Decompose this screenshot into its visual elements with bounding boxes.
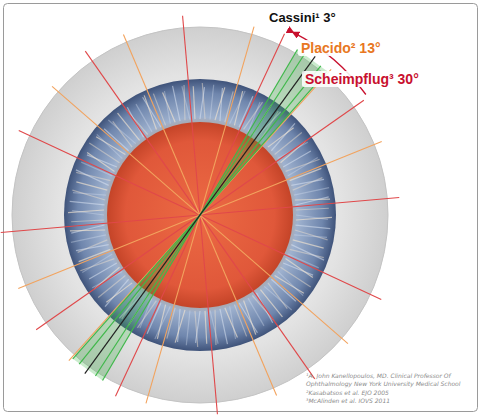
iris-fibre <box>72 190 105 200</box>
iris-fibre <box>157 305 165 339</box>
method-label: Cassini¹ 3° <box>266 10 339 25</box>
iris-fibre <box>70 201 105 205</box>
iris-fibre <box>73 193 106 195</box>
iris-fibre <box>215 87 225 120</box>
iris-fibre <box>220 88 222 121</box>
iris-fibre <box>286 159 320 171</box>
iris-fibre <box>164 91 170 124</box>
iris-fibre <box>71 220 104 222</box>
iris-fibre <box>76 182 107 190</box>
iris-fibre <box>87 155 117 167</box>
method-label: Placido² 13° <box>298 40 384 56</box>
iris-fibre <box>294 188 329 195</box>
iris-fibre <box>113 121 132 147</box>
iris-fibre <box>147 303 161 334</box>
iris-fibre <box>260 290 282 317</box>
iris-fibre <box>108 120 135 144</box>
iris-fibre <box>290 249 324 257</box>
cassini-wedge <box>73 50 327 381</box>
iris-fibre <box>278 271 304 295</box>
iris-fibre <box>200 87 204 119</box>
iris-fibre <box>71 235 106 242</box>
iris-fibre <box>98 275 125 297</box>
iris-fibre <box>118 113 140 140</box>
iris-fibre <box>290 168 322 180</box>
iris-fibre <box>76 245 109 251</box>
iris-fibre <box>205 311 207 344</box>
iris-fibre <box>234 91 242 125</box>
iris-fibre <box>295 225 330 229</box>
iris-fibre <box>173 86 180 121</box>
iris-fibre <box>70 229 105 231</box>
iris-fibre <box>239 96 253 127</box>
footnote: ¹A. John Kanellopoulos, MD. Clinical Pro… <box>306 372 471 388</box>
iris-fibre <box>80 259 114 271</box>
iris-fibre <box>76 172 110 180</box>
iris-fibre <box>220 309 227 344</box>
iris-fibre <box>283 263 313 275</box>
iris-fibre <box>89 143 119 163</box>
iris-fibre <box>79 249 111 261</box>
iris-fibre <box>281 267 311 287</box>
method-label: Scheimpflug³ 30° <box>302 71 422 87</box>
iris-fibre <box>186 310 190 345</box>
iris-fibre <box>183 85 185 120</box>
iris-fibre <box>296 217 332 220</box>
iris-fibre <box>81 162 112 176</box>
iris-fibre <box>294 235 327 237</box>
iris-fibre <box>97 134 123 158</box>
iris-fibre <box>264 286 291 310</box>
iris-fibre <box>167 308 175 339</box>
meridian-line <box>85 51 314 379</box>
iris-fibre <box>271 279 296 301</box>
iris-fibre <box>268 283 287 309</box>
iris-fibre <box>144 95 156 129</box>
iris-fibre <box>72 211 104 215</box>
iris-fibre <box>196 311 200 343</box>
iris-fibre <box>244 301 256 335</box>
iris-fibre <box>104 129 129 151</box>
iris-fibre <box>214 310 216 345</box>
iris-fibre <box>291 179 324 185</box>
footnote: ³McAlinden et al. IOVS 2011 <box>306 397 471 405</box>
iris-fibre <box>295 198 330 200</box>
meridian-line <box>85 56 315 373</box>
iris-fibre <box>230 306 236 339</box>
iris-fibre <box>296 208 329 210</box>
iris-fibre <box>210 85 214 120</box>
iris-fibre <box>293 240 324 248</box>
iris-fibre <box>175 310 185 343</box>
iris-fibre <box>275 133 302 155</box>
iris-fibre <box>193 86 195 119</box>
iris-fibre <box>288 254 319 268</box>
iris-fibre <box>178 309 180 342</box>
frame <box>4 4 478 412</box>
footnote: ²Kasabatsos et al. EJO 2005 <box>306 389 471 397</box>
iris-fibre <box>295 230 328 240</box>
iris-fibre <box>225 91 233 122</box>
